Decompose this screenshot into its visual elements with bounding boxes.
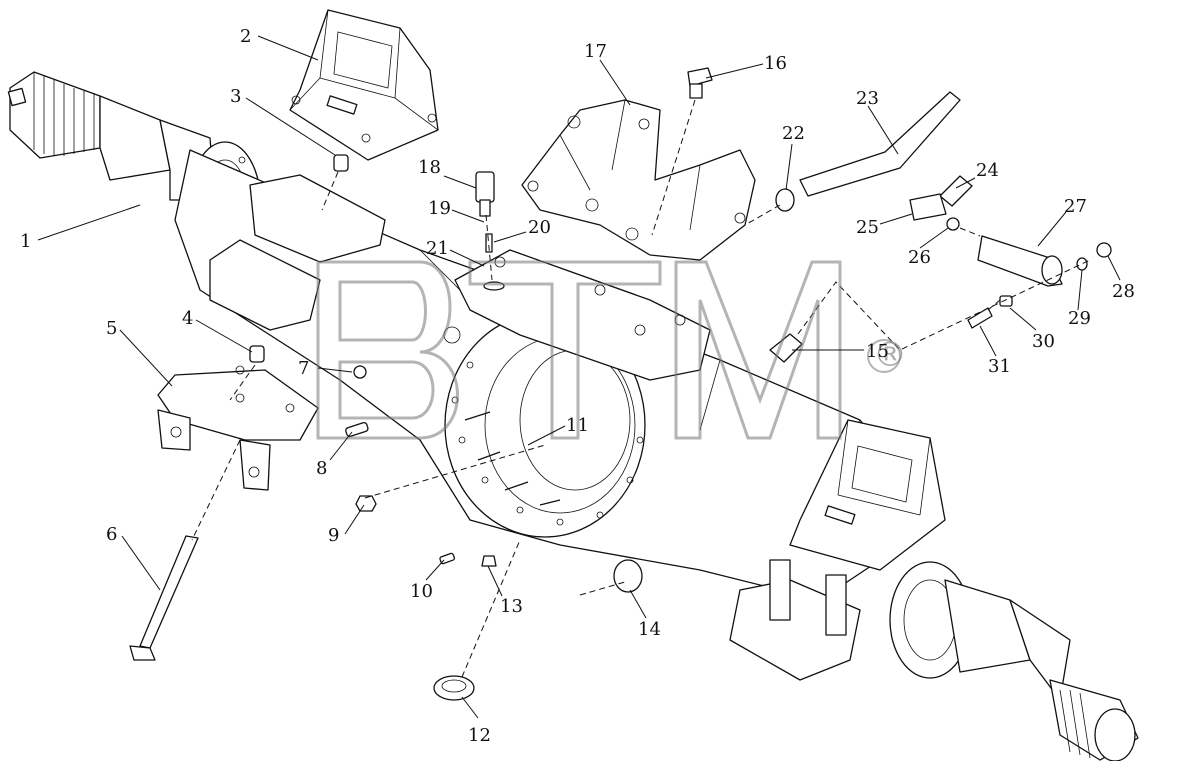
part-24-clip xyxy=(939,175,973,207)
callout-21: 21 xyxy=(426,238,449,259)
callout-26: 26 xyxy=(908,247,931,268)
callout-11: 11 xyxy=(566,415,589,436)
part-3-bushing xyxy=(333,154,349,172)
watermark-registered: ® xyxy=(873,335,907,375)
callout-4: 4 xyxy=(182,308,193,329)
callout-9: 9 xyxy=(328,525,339,546)
callout-20: 20 xyxy=(528,217,551,238)
callout-2: 2 xyxy=(240,26,251,47)
callout-28: 28 xyxy=(1112,281,1135,302)
callout-10: 10 xyxy=(410,581,433,602)
part-25-bracket xyxy=(909,193,947,221)
callout-30: 30 xyxy=(1032,331,1055,352)
callout-6: 6 xyxy=(106,524,117,545)
callout-29: 29 xyxy=(1068,308,1091,329)
lower-spring-plate xyxy=(157,365,319,491)
callout-1: 1 xyxy=(20,231,31,252)
part-23-lever-arm xyxy=(799,91,961,197)
part-14-plug xyxy=(613,559,643,593)
part-28-nut xyxy=(1096,242,1112,258)
right-axle-spindle xyxy=(889,561,1139,761)
callout-16: 16 xyxy=(764,53,787,74)
callout-14: 14 xyxy=(638,619,661,640)
upper-left-spring-seat xyxy=(289,9,439,161)
part-18-sensor xyxy=(475,171,495,217)
part-8-pin xyxy=(345,421,369,438)
callout-18: 18 xyxy=(418,157,441,178)
part-30-nut xyxy=(999,295,1013,307)
part-7-nut xyxy=(353,365,367,379)
part-12-plug xyxy=(433,675,475,701)
callout-27: 27 xyxy=(1064,196,1087,217)
callout-25: 25 xyxy=(856,217,879,238)
part-29-washer xyxy=(1076,257,1088,271)
part-16-bolt xyxy=(687,67,713,99)
part-6-bolt xyxy=(129,535,199,661)
callout-8: 8 xyxy=(316,458,327,479)
callout-15: 15 xyxy=(866,341,889,362)
watermark: ® xyxy=(316,260,907,440)
callout-5: 5 xyxy=(106,318,117,339)
callout-12: 12 xyxy=(468,725,491,746)
part-13-bolt xyxy=(481,555,497,567)
callout-23: 23 xyxy=(856,88,879,109)
callout-17: 17 xyxy=(584,41,607,62)
part-22-washer xyxy=(775,188,795,212)
assembly-lines xyxy=(191,99,1091,678)
part-4-bushing xyxy=(249,345,265,363)
callout-3: 3 xyxy=(230,86,241,107)
bracket xyxy=(521,99,756,261)
part-20-pin xyxy=(485,233,493,253)
leader-lines xyxy=(37,35,1121,719)
part-26-nut xyxy=(946,217,960,231)
callout-31: 31 xyxy=(988,356,1011,377)
callout-19: 19 xyxy=(428,198,451,219)
callouts: 1 2 3 4 5 6 7 8 9 10 11 12 13 14 15 16 1… xyxy=(20,26,1135,746)
upper-right-spring-seat xyxy=(729,419,946,681)
part-27-cylinder xyxy=(977,235,1063,287)
callout-7: 7 xyxy=(298,358,309,379)
callout-24: 24 xyxy=(976,160,999,181)
callout-13: 13 xyxy=(500,596,523,617)
callout-22: 22 xyxy=(782,123,805,144)
part-9-nut xyxy=(355,495,377,512)
part-31-stud xyxy=(967,307,993,329)
